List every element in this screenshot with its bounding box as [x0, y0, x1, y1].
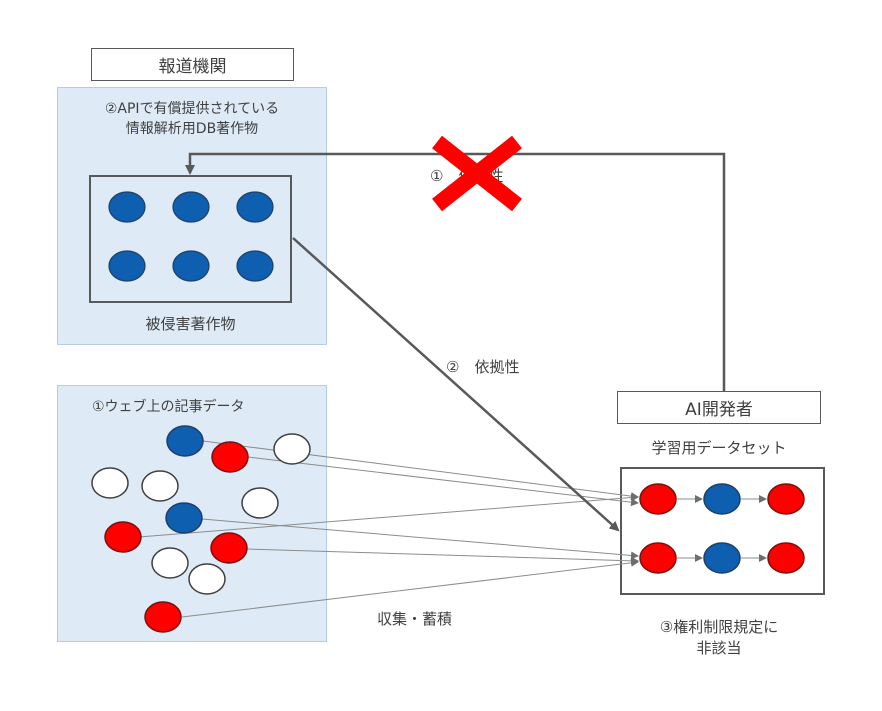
press-organization-label: 報道機関 [91, 48, 294, 81]
blue-circle [108, 191, 146, 223]
collection-line [247, 456, 639, 507]
empty-circle [273, 433, 311, 465]
blue-circle [172, 250, 210, 282]
empty-circle [188, 563, 226, 595]
empty-circle [91, 467, 129, 499]
empty-circle [241, 487, 279, 519]
web-articles-circles [91, 425, 311, 633]
red-circle [639, 542, 677, 574]
empty-circle [151, 547, 189, 579]
blue-circle [108, 250, 146, 282]
blue-circle [703, 542, 741, 574]
blue-circle [236, 250, 274, 282]
blue-circle [166, 425, 204, 457]
collection-line [246, 548, 639, 565]
ai-developer-text: AI開発者 [685, 400, 753, 420]
dependency-2-label: ② 依拠性 [446, 358, 520, 376]
red-circle [767, 542, 805, 574]
collection-line [181, 558, 639, 618]
dataset-internal-arrows [677, 495, 767, 562]
red-circle [211, 441, 249, 473]
collection-line [201, 518, 639, 560]
training-dataset-box [620, 467, 825, 595]
red-circle [210, 532, 248, 564]
exception-text-line1: ③権利制限規定に [659, 618, 779, 636]
training-dataset-label: 学習用データセット [651, 439, 787, 457]
infringed-works-box [89, 175, 292, 303]
infringed-works-label: 被侵害著作物 [145, 315, 236, 333]
dependency-2-arrow [292, 237, 620, 532]
api-db-caption-line2: 情報解析用DB著作物 [125, 121, 259, 137]
red-circle [144, 601, 182, 633]
blue-circle [236, 191, 274, 223]
cross-mark-icon [432, 135, 522, 212]
red-circle [104, 521, 142, 553]
api-db-caption-line1: ②APIで有償提供されている [104, 101, 280, 117]
red-circle [767, 483, 805, 515]
collect-store-label: 収集・蓄積 [377, 610, 453, 628]
dataset-circles [639, 483, 805, 574]
blue-circle [165, 502, 203, 534]
blue-circle [703, 483, 741, 515]
exception-text-line2: 非該当 [696, 639, 742, 657]
collection-line [138, 493, 639, 538]
red-circle [639, 483, 677, 515]
empty-circle [141, 470, 179, 502]
press-organization-text: 報道機関 [158, 57, 227, 77]
infringed-works-circles [108, 191, 274, 282]
ai-developer-label: AI開発者 [617, 391, 821, 424]
web-articles-label: ①ウェブ上の記事データ [92, 399, 245, 415]
blue-circle [172, 191, 210, 223]
